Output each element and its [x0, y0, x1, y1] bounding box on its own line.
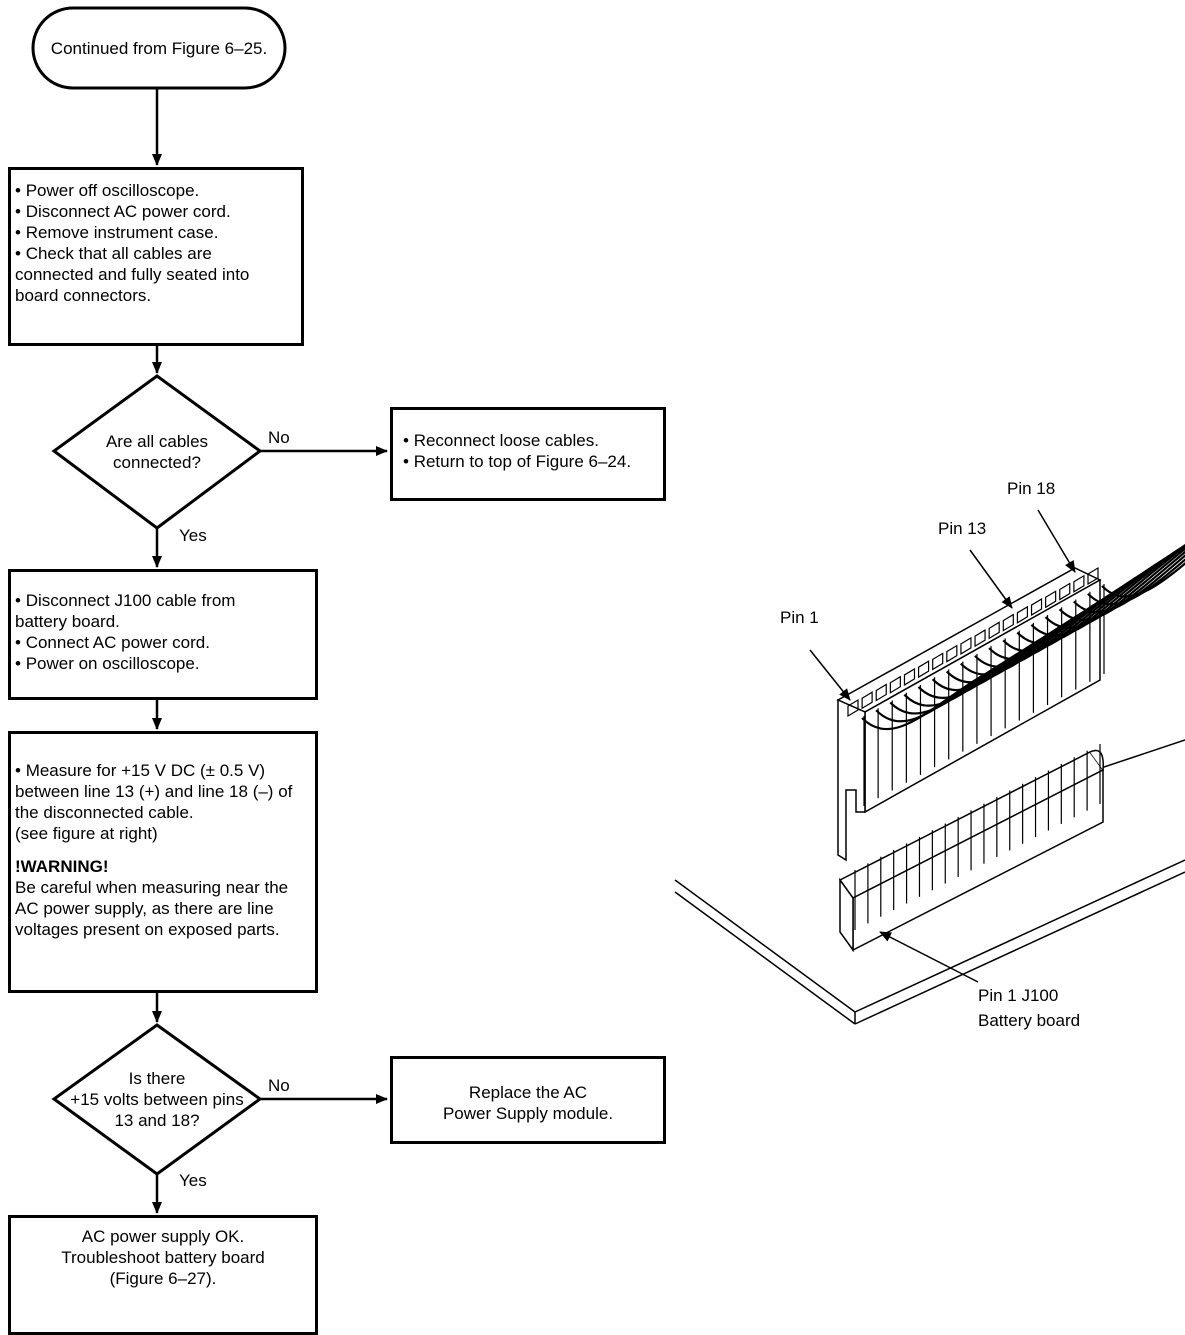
pin1-label: Pin 1: [780, 608, 819, 627]
connector-slot: [1002, 613, 1014, 632]
no1-box: Reconnect loose cables. Return to top of…: [390, 407, 666, 501]
pin13-label: Pin 13: [938, 519, 987, 538]
connector-slot: [1073, 574, 1085, 593]
step1-item-power-off: Power off oscilloscope.: [15, 180, 297, 201]
no2-line1: Replace the AC: [468, 1083, 588, 1102]
step3-warning-title: !WARNING!: [15, 857, 109, 876]
cable-wire: [1087, 558, 1185, 606]
connector-slot: [1059, 582, 1071, 601]
decision2-text-2: +15 volts between pins: [70, 1090, 244, 1109]
connector-slot: [1016, 605, 1029, 624]
step1-item-check-cables: Check that all cables are: [15, 243, 297, 264]
step3-measure-line3: the disconnected cable.: [15, 803, 194, 822]
no1-item-reconnect: Reconnect loose cables.: [403, 430, 659, 451]
no1-item-return: Return to top of Figure 6–24.: [403, 451, 659, 472]
step2-item-power-on: Power on oscilloscope.: [15, 653, 311, 674]
j100-label-line2: Battery board: [978, 1011, 1081, 1030]
decision1-text-2: connected?: [113, 453, 201, 472]
step2-item-connect-ac: Connect AC power cord.: [15, 632, 311, 653]
decision2-text-3: 13 and 18?: [114, 1111, 200, 1130]
end-line3: (Figure 6–27).: [109, 1269, 217, 1288]
no2-line2: Power Supply module.: [442, 1104, 614, 1123]
connector-slot: [932, 652, 944, 671]
decision1-text-1: Are all cables: [105, 432, 209, 451]
step2-box: Disconnect J100 cable from battery board…: [8, 569, 318, 700]
decision2-no-label: No: [268, 1076, 290, 1095]
cable-wire: [1101, 562, 1185, 598]
connector-slot: [1030, 597, 1043, 617]
connector-slot: [974, 629, 986, 648]
start-terminator: [31, 6, 287, 90]
connector-slot: [847, 698, 859, 718]
step3-measure-line4: (see figure at right): [15, 824, 158, 843]
pin18-label: Pin 18: [1007, 479, 1056, 498]
connector-slot: [861, 691, 873, 710]
step3-measure-line2: between line 13 (+) and line 18 (–) of: [15, 782, 293, 801]
step1-item-disconnect: Disconnect AC power cord.: [15, 201, 297, 222]
no2-box: Replace the AC Power Supply module.: [390, 1056, 666, 1144]
step3-warning-line2: AC power supply, as there are line: [15, 899, 274, 918]
end-line1: AC power supply OK.: [81, 1227, 245, 1246]
cable-wires: [861, 544, 1185, 731]
cable-wire: [1072, 554, 1185, 614]
connector-slot: [1087, 566, 1099, 586]
step2-continuation: battery board.: [15, 612, 120, 631]
step3-box: Measure for +15 V DC (± 0.5 V) between l…: [8, 731, 318, 993]
connector-slot: [889, 675, 901, 694]
pin18-pointer: [1037, 509, 1076, 573]
decision1-no-label: No: [268, 428, 290, 447]
step3-measure-line1: Measure for +15 V DC (± 0.5 V): [15, 760, 311, 781]
step2-item-disconnect-j100: Disconnect J100 cable from: [15, 590, 311, 611]
decision2-yes-label: Yes: [179, 1171, 207, 1190]
j100-pointer: [879, 931, 979, 983]
connector-slot: [1045, 590, 1057, 609]
connector-slot: [875, 683, 887, 702]
step1-continuation-1: connected and fully seated into: [15, 265, 250, 284]
connector-slot: [946, 644, 958, 663]
step1-item-remove-case: Remove instrument case.: [15, 222, 297, 243]
j100-pins: [854, 744, 1101, 930]
connector-slot: [917, 660, 930, 679]
decision1-yes-label: Yes: [179, 526, 207, 545]
pin1-pointer: [809, 649, 851, 701]
end-box: AC power supply OK. Troubleshoot battery…: [8, 1215, 318, 1335]
step3-warning-line3: voltages present on exposed parts.: [15, 920, 280, 939]
pin13-pointer: [969, 549, 1013, 609]
start-label: Continued from Figure 6–25.: [50, 39, 268, 58]
step1-continuation-2: board connectors.: [15, 286, 152, 305]
end-line2: Troubleshoot battery board: [61, 1248, 265, 1267]
connector-slots: [847, 566, 1105, 806]
j100-label-line1: Pin 1 J100: [978, 986, 1059, 1005]
connector-slot: [960, 636, 972, 655]
decision2-text-1: Is there: [128, 1069, 186, 1088]
step3-warning-line1: Be careful when measuring near the: [15, 878, 289, 897]
step1-box: Power off oscilloscope. Disconnect AC po…: [8, 167, 304, 346]
cable-wire: [988, 551, 1177, 660]
connector-slot: [988, 621, 1000, 640]
connector-slot: [903, 667, 916, 687]
